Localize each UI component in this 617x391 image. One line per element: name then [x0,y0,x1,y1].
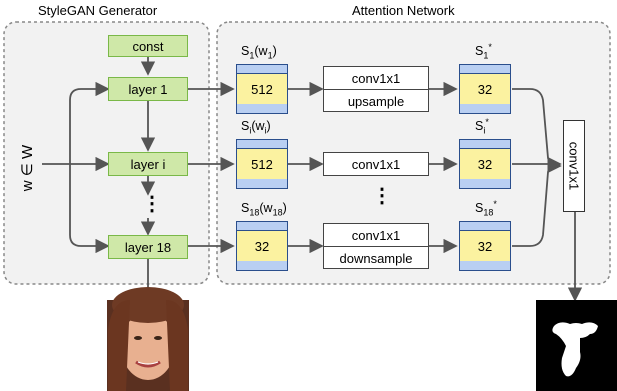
style-feature-i: 512 [236,139,288,209]
style-label-18: S18(w18) [241,201,287,218]
output-feature-i: 32 [459,139,511,209]
attention-ellipsis: ⋮ [372,185,392,207]
attention-title: Attention Network [352,3,455,18]
output-feature-18: 32 [459,221,511,291]
mask-image [536,300,617,391]
latent-input-label: w ∈ W [19,144,36,192]
op-block-18: conv1x1 downsample [323,223,429,269]
layer-1-block: layer 1 [108,77,188,101]
const-block: const [108,35,188,57]
output-feature-1: 32 [459,64,511,134]
output-label-i: Si* [475,117,489,136]
final-conv-block: conv1x1 [563,120,585,212]
generator-ellipsis: ⋮ [142,193,162,215]
generator-title: StyleGAN Generator [38,3,158,18]
op-block-i: conv1x1 [323,152,429,176]
output-label-18: S18* [475,199,497,218]
style-label-i: Si(wi) [241,119,271,136]
output-label-1: S1* [475,42,492,61]
layer-18-block: layer 18 [108,235,188,259]
face-image [107,287,189,391]
style-feature-1: 512 [236,64,288,134]
layer-i-block: layer i [108,152,188,176]
style-label-1: S1(w1) [241,44,277,61]
style-feature-18: 32 [236,221,288,291]
op-block-1: conv1x1 upsample [323,66,429,112]
